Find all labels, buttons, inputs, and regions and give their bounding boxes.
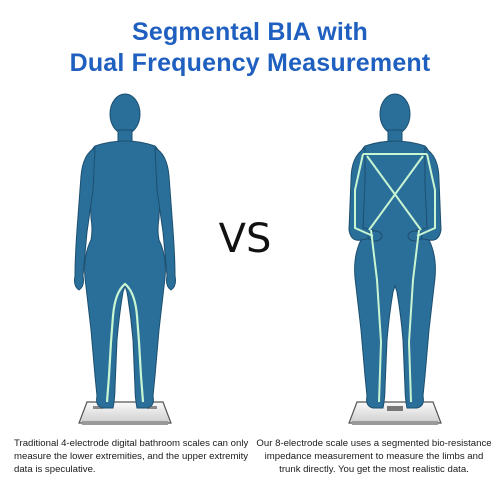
title-line-2: Dual Frequency Measurement: [69, 49, 431, 77]
title-line-1: Segmental BIA with: [131, 18, 369, 46]
left-body: [74, 93, 176, 409]
left-caption: Traditional 4-electrode digital bathroom…: [14, 438, 249, 475]
right-body-illustration: [348, 93, 442, 425]
right-current-path: [354, 153, 436, 403]
left-scale: [78, 401, 172, 425]
right-scale: [348, 401, 442, 425]
vs-label: VS: [218, 216, 272, 262]
left-figure: [55, 80, 195, 440]
left-current-path: [105, 282, 145, 403]
right-caption: Our 8-electrode scale uses a segmented b…: [256, 438, 492, 475]
right-body: [348, 93, 442, 409]
page-title: Segmental BIA with Dual Frequency Measur…: [0, 17, 500, 79]
right-figure: [325, 80, 465, 440]
left-body-illustration: [74, 93, 176, 425]
